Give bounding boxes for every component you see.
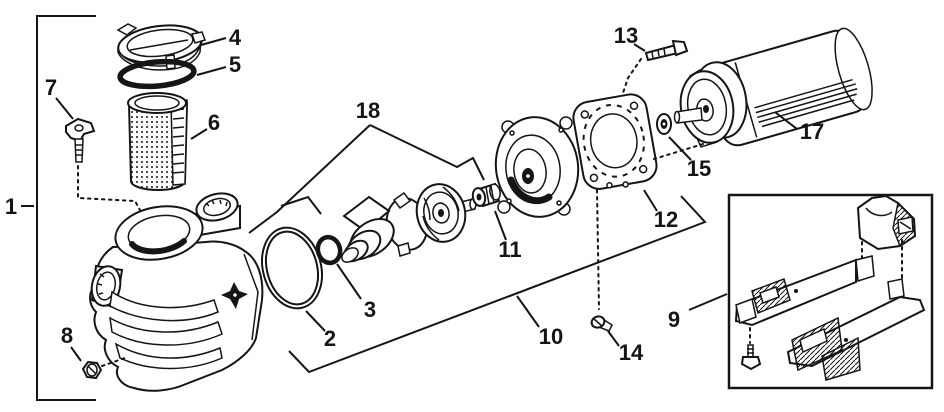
seal-plate — [494, 116, 580, 218]
callout-7: 7 — [45, 75, 57, 100]
housing-screw — [590, 315, 613, 332]
callout-17: 17 — [800, 119, 824, 144]
kit-bolt — [740, 344, 762, 371]
callout-13: 13 — [614, 23, 638, 48]
upper-rail — [734, 255, 875, 327]
wing-knob — [65, 117, 96, 163]
slinger-washer — [656, 113, 672, 135]
callout-5: 5 — [229, 52, 241, 77]
drain-plug — [81, 360, 103, 380]
leader-lines — [55, 37, 798, 362]
diffuser-plate — [342, 195, 391, 233]
mounting-gasket — [572, 93, 658, 190]
diffuser — [341, 191, 433, 263]
callout-8: 8 — [61, 323, 73, 348]
riser-block — [856, 194, 917, 251]
assembly-dashed-lines — [77, 58, 704, 367]
callout-1: 1 — [5, 194, 17, 219]
callout-18: 18 — [356, 98, 380, 123]
discharge-threads — [205, 199, 228, 207]
callout-14: 14 — [619, 340, 644, 365]
callout-3: 3 — [364, 297, 376, 322]
inlet-threads — [97, 273, 105, 295]
diffuser-oring — [315, 234, 343, 266]
motor — [673, 27, 873, 148]
shaft-seal — [471, 182, 501, 208]
strainer-cover — [116, 23, 206, 71]
lower-rail — [786, 278, 926, 381]
pump-housing — [89, 192, 264, 392]
callout-11: 11 — [498, 237, 521, 262]
cover-oring — [117, 58, 197, 90]
callout-15: 15 — [687, 156, 711, 181]
callout-10: 10 — [539, 324, 563, 349]
callouts: 1 2 3 4 5 6 7 8 9 10 11 12 13 14 15 17 1… — [5, 23, 824, 365]
cover-lug-left — [116, 23, 138, 36]
strainer-basket — [127, 92, 189, 191]
housing-oring — [261, 226, 323, 310]
callout-9: 9 — [668, 307, 680, 332]
cover-lug-right — [191, 31, 206, 44]
callout-6: 6 — [208, 110, 220, 135]
callout-2: 2 — [324, 326, 336, 351]
motor-bolt — [644, 39, 689, 62]
group-bracket-lines — [248, 124, 707, 374]
impeller — [415, 183, 477, 243]
callout-4: 4 — [229, 25, 242, 50]
assembly-bracket — [21, 15, 96, 401]
callout-12: 12 — [654, 207, 678, 232]
motor-vents — [754, 78, 858, 128]
motor-base-kit — [727, 193, 934, 390]
